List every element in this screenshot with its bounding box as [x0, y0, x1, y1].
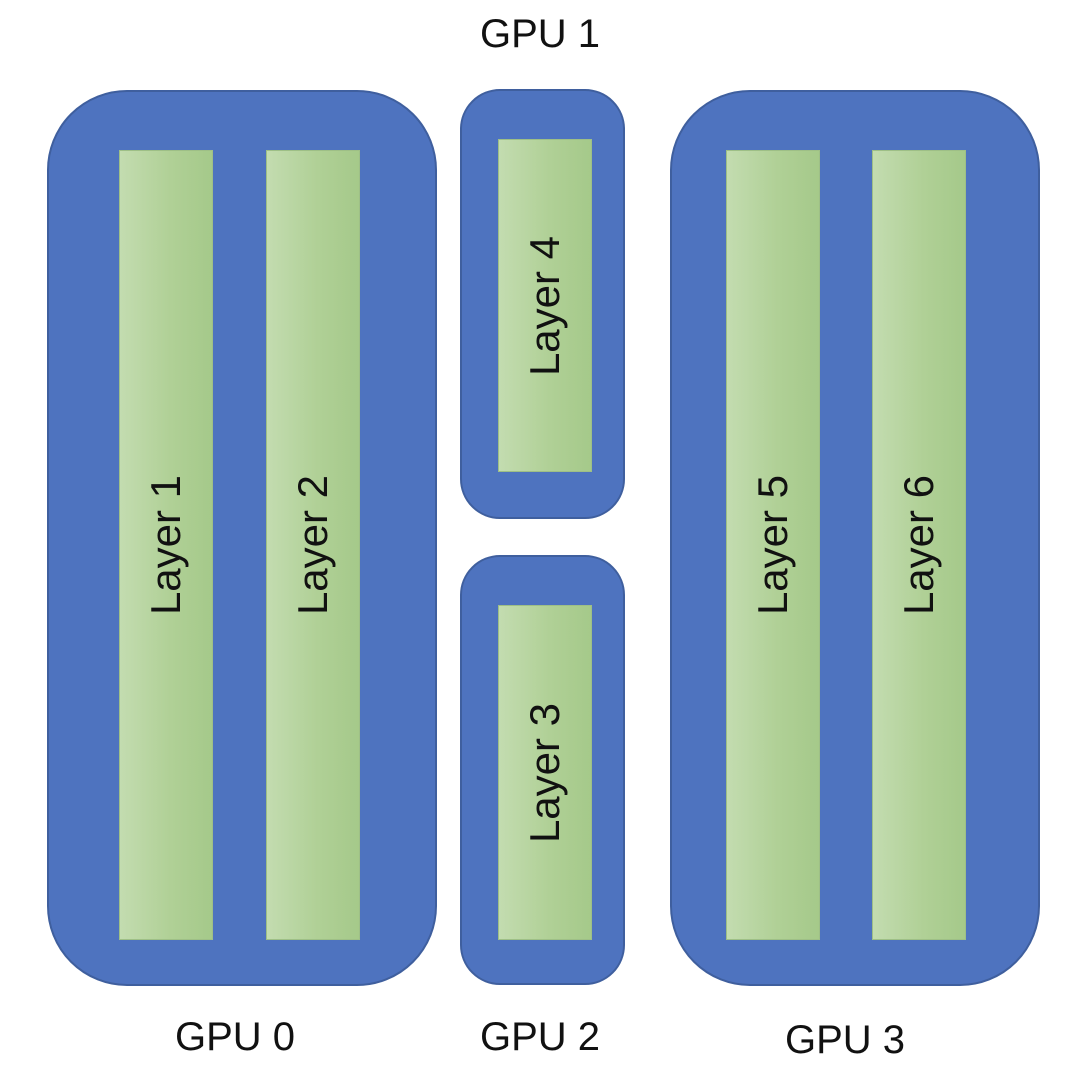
gpu-2-label: GPU 2: [479, 1015, 601, 1059]
layer-4-block: Layer 4: [498, 139, 592, 472]
layer-5-block: Layer 5: [726, 150, 820, 940]
layer-6-block: Layer 6: [872, 150, 966, 940]
layer-6-label: Layer 6: [895, 474, 942, 616]
layer-5-label: Layer 5: [749, 474, 796, 616]
gpu-1-box: Layer 4: [460, 89, 625, 519]
layer-2-block: Layer 2: [266, 150, 360, 940]
layer-1-block: Layer 1: [119, 150, 213, 940]
gpu-3-box: Layer 5 Layer 6: [670, 90, 1040, 986]
layer-3-block: Layer 3: [498, 605, 592, 940]
gpu-3-label: GPU 3: [784, 1018, 906, 1062]
gpu-1-label: GPU 1: [479, 12, 601, 56]
gpu-0-label: GPU 0: [174, 1015, 296, 1059]
layer-4-label: Layer 4: [521, 235, 568, 376]
gpu-2-box: Layer 3: [460, 555, 625, 985]
layer-2-label: Layer 2: [289, 474, 336, 616]
layer-1-label: Layer 1: [142, 474, 189, 616]
gpu-0-box: Layer 1 Layer 2: [47, 90, 437, 986]
layer-3-label: Layer 3: [521, 702, 568, 843]
